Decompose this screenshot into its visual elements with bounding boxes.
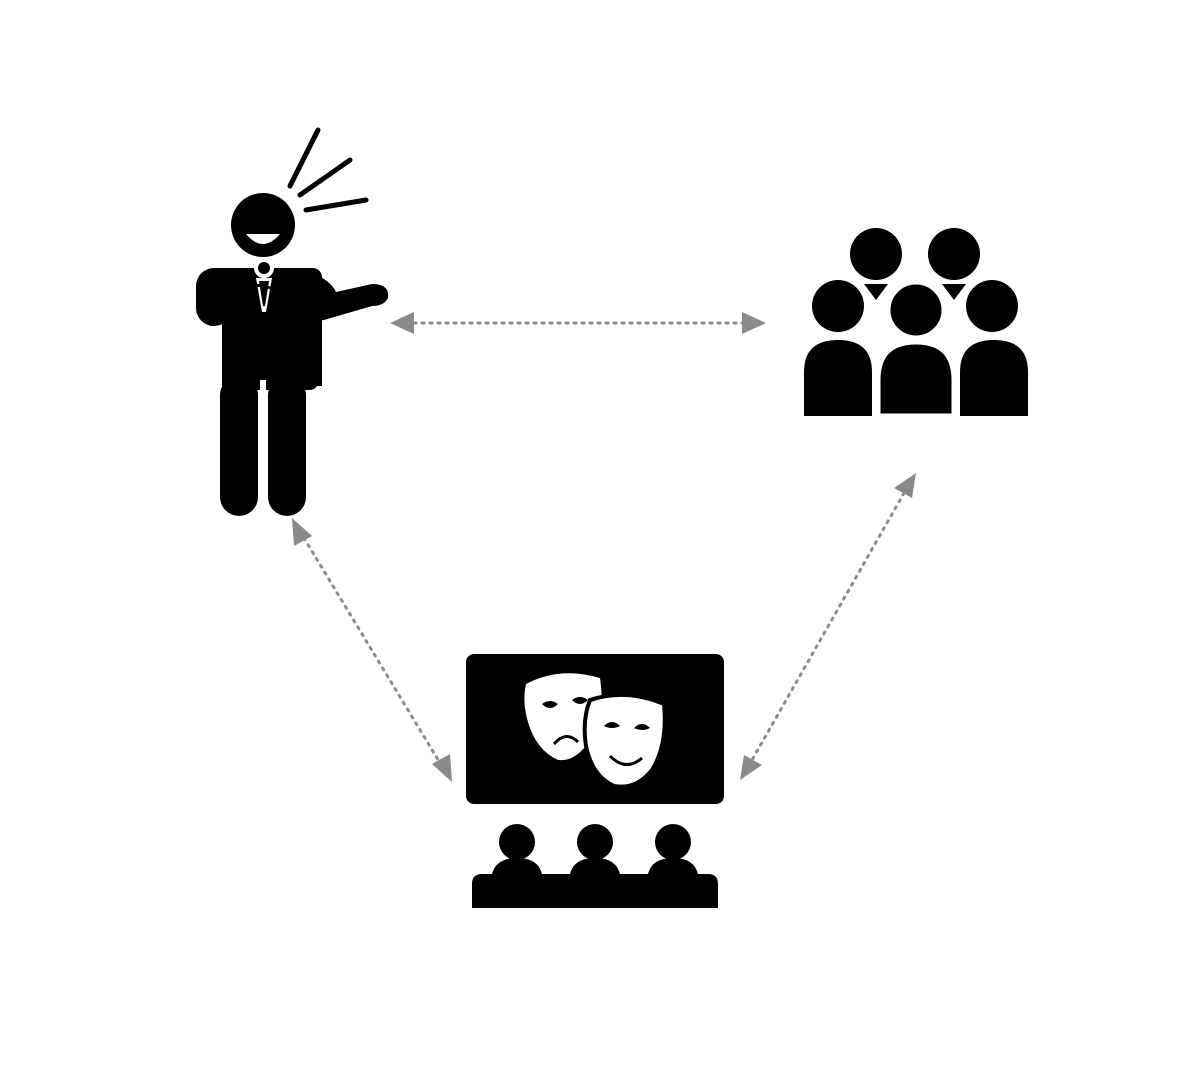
dotted-connector [302,536,442,765]
edge-comedian-theater [292,518,452,782]
arrowhead-up [292,518,312,546]
theater-screen-icon [466,654,724,908]
edge-comedian-audience [390,312,766,334]
arrowhead-left [390,312,414,334]
arrowhead-down [740,755,762,780]
tragedy-mask-icon [524,673,602,761]
stand-up-comedian-icon [196,127,389,516]
arrowhead-up [894,473,916,498]
audience-group-icon [804,228,1028,419]
dotted-connector [750,491,906,762]
comedy-mask-icon [582,692,667,789]
edge-audience-theater [740,473,916,780]
arrowhead-down [432,754,452,782]
arrowhead-right [742,312,766,334]
